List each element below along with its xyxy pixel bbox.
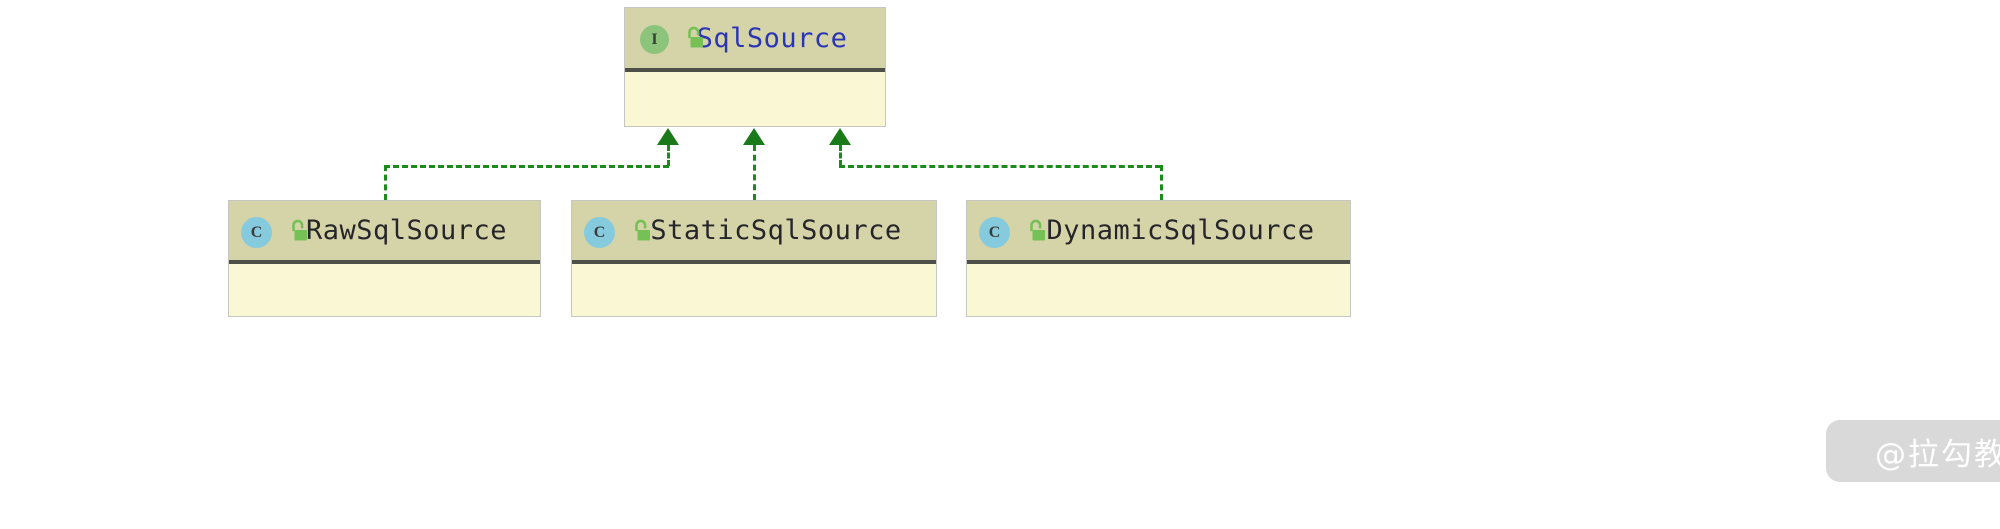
uml-node-header: I SqlSource <box>625 8 885 72</box>
realization-arrowhead-dynamic <box>829 128 851 145</box>
realization-arrowhead-raw <box>657 128 679 145</box>
uml-node-staticsqlsource[interactable]: C StaticSqlSource <box>571 200 937 317</box>
uml-node-rawsqlsource[interactable]: C RawSqlSource <box>228 200 541 317</box>
class-badge-letter: C <box>988 223 1001 241</box>
watermark-badge: @拉勾教育 <box>1826 420 2000 482</box>
class-badge-icon: C <box>241 217 272 248</box>
connector-raw-drop-vertical <box>384 165 387 200</box>
unlocked-padlock-icon <box>680 25 706 53</box>
interface-badge-icon: I <box>640 25 669 54</box>
connector-static-vertical <box>753 145 756 200</box>
uml-node-title: RawSqlSource <box>305 215 508 246</box>
uml-node-dynamicsqlsource[interactable]: C DynamicSqlSource <box>966 200 1351 317</box>
uml-node-sqlsource[interactable]: I SqlSource <box>624 7 886 127</box>
watermark-text: @拉勾教育 <box>1875 436 2000 473</box>
unlocked-padlock-icon <box>284 218 310 246</box>
uml-node-title: DynamicSqlSource <box>1046 215 1315 246</box>
uml-node-header: C DynamicSqlSource <box>967 201 1350 264</box>
unlocked-padlock-icon <box>627 218 653 246</box>
class-badge-icon: C <box>584 217 615 248</box>
unlocked-padlock-icon <box>1022 218 1048 246</box>
uml-node-header: C RawSqlSource <box>229 201 540 264</box>
connector-dynamic-stub-vertical <box>839 145 842 166</box>
uml-node-title: StaticSqlSource <box>650 215 902 246</box>
connector-dynamic-drop-vertical <box>1160 165 1163 200</box>
connector-dynamic-horizontal <box>839 165 1161 168</box>
connector-raw-horizontal <box>384 165 669 168</box>
realization-arrowhead-static <box>743 128 765 145</box>
class-badge-letter: C <box>593 223 606 241</box>
uml-node-members <box>625 72 885 124</box>
uml-node-members <box>967 264 1350 314</box>
class-badge-icon: C <box>979 217 1010 248</box>
uml-node-title: SqlSource <box>696 22 848 54</box>
interface-badge-letter: I <box>651 30 658 48</box>
uml-node-members <box>229 264 540 314</box>
class-badge-letter: C <box>250 223 263 241</box>
uml-node-members <box>572 264 936 314</box>
uml-node-header: C StaticSqlSource <box>572 201 936 264</box>
connector-raw-stub-vertical <box>667 145 670 166</box>
